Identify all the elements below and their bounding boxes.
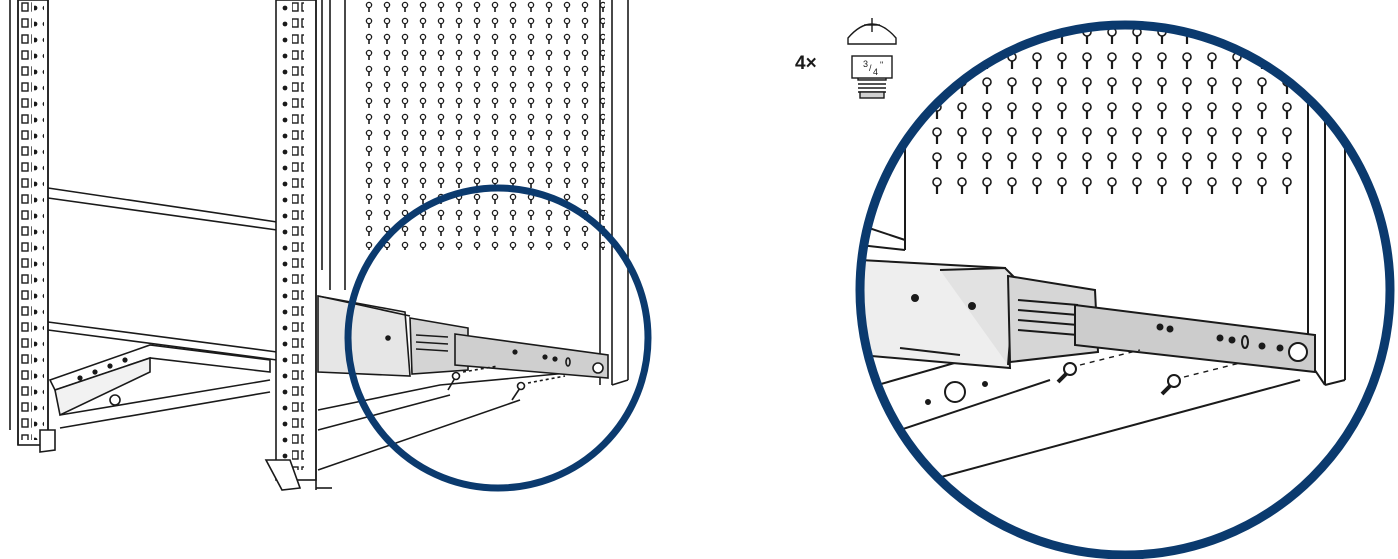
front-left-post: [264, 0, 332, 491]
hardware-quantity: 4×: [795, 53, 817, 74]
screw-icon: [1056, 349, 1141, 384]
side-panel: [329, 0, 629, 386]
screw-icon: [447, 365, 499, 391]
zoom-callout-ring: [855, 20, 1395, 559]
rear-left-post: [9, 0, 56, 453]
rail-assembly-small: [317, 295, 609, 379]
screw-icon: [511, 375, 566, 401]
hardware-legend: 4× 3 / 4 ": [795, 18, 897, 99]
detail-callout-ring: [344, 184, 652, 492]
rack-overview: [9, 0, 629, 491]
screw-icon: [847, 18, 897, 99]
inner-rail-member: [1074, 303, 1316, 374]
screw-size-slash: /: [869, 63, 872, 73]
screw-size-unit: ": [880, 60, 883, 70]
bottom-shelf: [48, 344, 271, 429]
outer-rail-member: [860, 258, 1017, 370]
screw-size-denominator: 4: [873, 67, 878, 77]
screw-icon: [1160, 362, 1241, 396]
screw-size-numerator: 3: [863, 59, 868, 69]
